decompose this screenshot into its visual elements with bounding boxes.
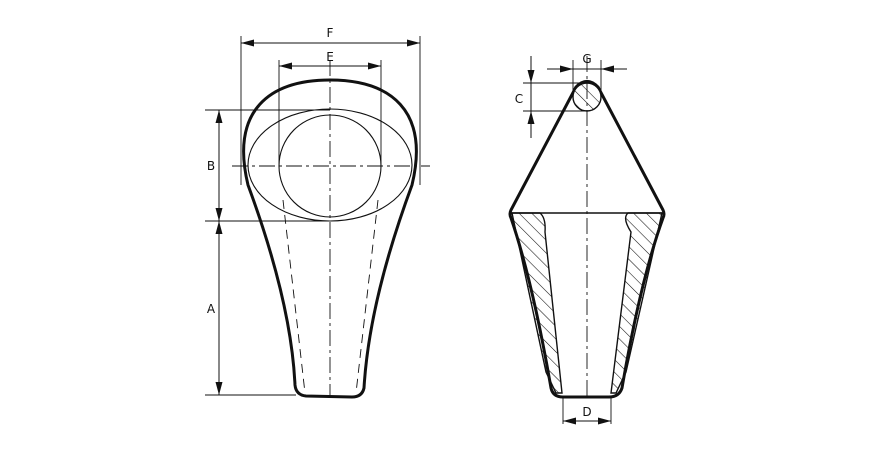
dimension-g: G	[547, 52, 627, 73]
front-hidden-line-right	[355, 199, 379, 394]
label-b: B	[207, 159, 215, 173]
label-c: C	[515, 92, 523, 106]
label-a: A	[207, 302, 216, 316]
label-e: E	[326, 50, 334, 64]
section-view: C G D	[508, 52, 666, 425]
front-view: F E B A	[205, 26, 430, 399]
dimension-d: D	[563, 405, 611, 425]
dimension-e: E	[279, 50, 381, 70]
dimension-a: A	[207, 221, 223, 395]
section-body-outline	[508, 80, 666, 399]
label-f: F	[327, 26, 334, 40]
front-hidden-line-left	[282, 199, 306, 394]
dimension-f: F	[241, 26, 420, 47]
dimension-c: C	[515, 56, 535, 138]
label-d: D	[582, 405, 591, 419]
label-g: G	[582, 52, 591, 66]
front-body-outline	[242, 78, 418, 399]
dimension-b: B	[207, 110, 223, 221]
